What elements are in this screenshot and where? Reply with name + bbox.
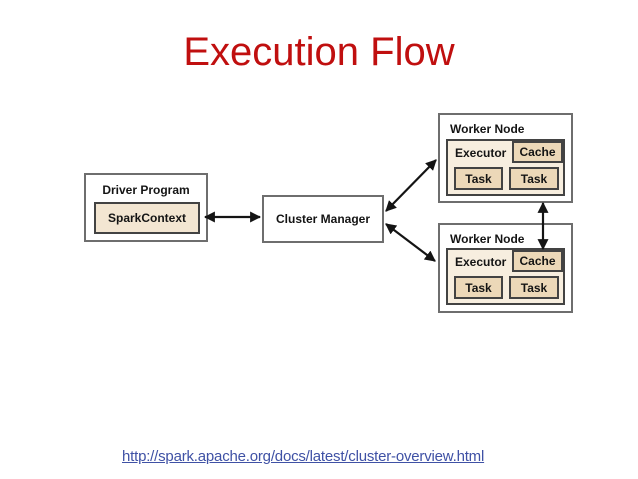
worker-node-1-label: Worker Node (450, 122, 525, 136)
cache-2-label: Cache (519, 254, 556, 268)
task-label: Task (520, 171, 548, 186)
task-box: Task (509, 276, 559, 299)
slide-title: Execution Flow (183, 30, 455, 74)
source-url-link[interactable]: http://spark.apache.org/docs/latest/clus… (122, 448, 485, 465)
arrow-clustermanager-worker1 (385, 159, 437, 212)
executor-2-label: Executor (455, 255, 507, 269)
driver-program-label: Driver Program (102, 183, 190, 197)
task-label: Task (520, 280, 548, 295)
task-label: Task (465, 280, 492, 295)
worker-node-2-label: Worker Node (450, 232, 525, 246)
spark-context-box: SparkContext (94, 202, 200, 234)
task-box: Task (454, 276, 503, 299)
arrow-clustermanager-worker2 (385, 223, 436, 262)
cache-2-box: Cache (512, 250, 563, 272)
cluster-manager-box: Cluster Manager (262, 195, 384, 243)
executor-1-label: Executor (455, 146, 507, 160)
task-box: Task (509, 167, 559, 190)
task-box: Task (454, 167, 503, 190)
cache-1-label: Cache (519, 145, 556, 159)
task-label: Task (465, 171, 492, 186)
cache-1-box: Cache (512, 141, 563, 163)
spark-context-label: SparkContext (107, 211, 187, 225)
cluster-manager-label: Cluster Manager (275, 212, 371, 226)
